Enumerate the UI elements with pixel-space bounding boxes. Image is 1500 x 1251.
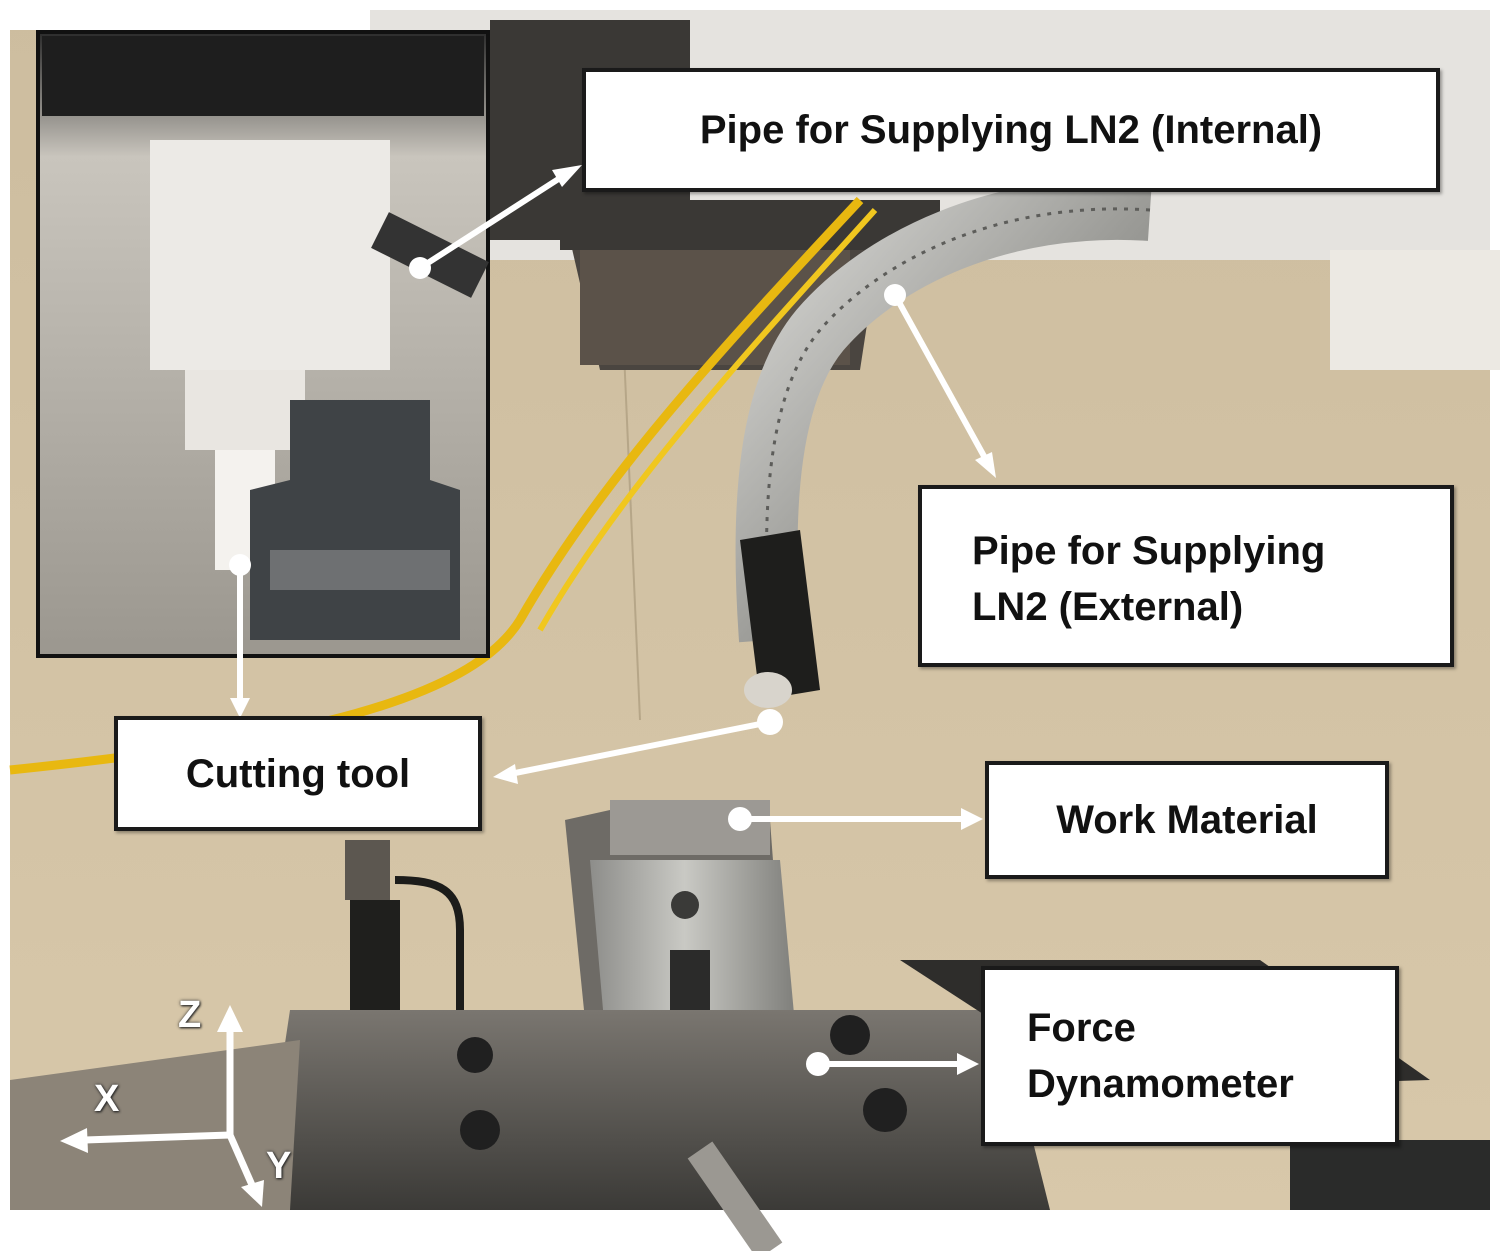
label-force-dynamometer-line1: Force — [1027, 1006, 1136, 1050]
x-axis-arrow — [60, 1128, 231, 1153]
label-pipe-internal: Pipe for Supplying LN2 (Internal) — [582, 68, 1440, 192]
label-force-dynamometer: Force Dynamometer — [981, 966, 1399, 1146]
label-pipe-external-line2: LN2 (External) — [972, 585, 1244, 629]
label-pipe-external: Pipe for Supplying LN2 (External) — [918, 485, 1454, 667]
coolant-nozzle-stand — [345, 840, 464, 1030]
arrow-force-dynamometer — [806, 1052, 979, 1076]
arrow-cutting-tool — [493, 709, 783, 784]
label-pipe-internal-text: Pipe for Supplying LN2 (Internal) — [699, 108, 1323, 152]
machine-table — [10, 1010, 1490, 1251]
arrow-pipe-external — [884, 284, 996, 478]
label-cutting-tool: Cutting tool — [114, 716, 482, 831]
arrow-work-material — [728, 807, 983, 831]
arrow-inset-to-tool-label — [229, 554, 251, 718]
label-pipe-external-line1: Pipe for Supplying — [972, 529, 1326, 573]
z-axis-arrow — [217, 1005, 243, 1135]
axis-label-x: X — [94, 1078, 120, 1120]
cutting-tool-inset-photo — [36, 30, 490, 658]
external-ln2-pipe — [735, 178, 1153, 708]
label-force-dynamometer-line2: Dynamometer — [1027, 1062, 1294, 1106]
annotation-arrows — [229, 165, 996, 1076]
axis-label-y: Y — [266, 1145, 292, 1187]
coordinate-axes — [60, 1005, 264, 1207]
label-cutting-tool-text: Cutting tool — [185, 751, 411, 796]
label-work-material: Work Material — [985, 761, 1389, 879]
axis-label-z: Z — [178, 994, 202, 1036]
y-axis-arrow — [226, 1133, 264, 1207]
arrow-pipe-internal — [409, 165, 582, 279]
label-work-material-text: Work Material — [1056, 798, 1318, 842]
